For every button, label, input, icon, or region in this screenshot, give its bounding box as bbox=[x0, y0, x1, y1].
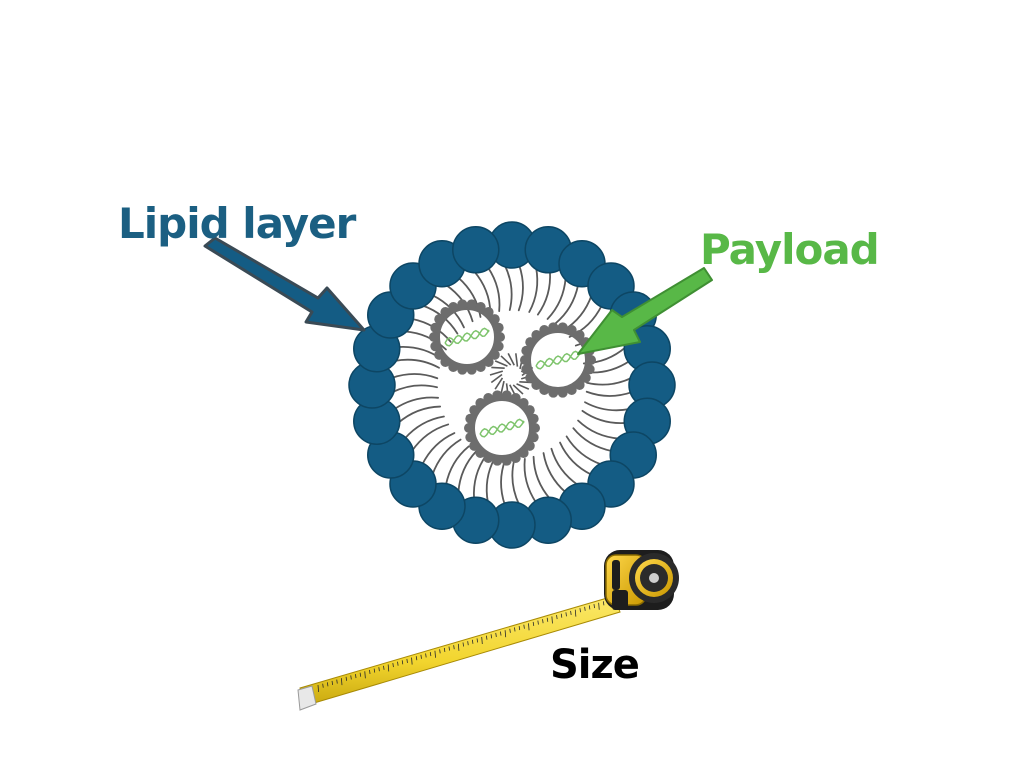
lipid-tail bbox=[457, 450, 478, 494]
lipid-tail bbox=[503, 264, 513, 311]
lipid-layer bbox=[348, 221, 676, 549]
payload-arrow-icon bbox=[577, 267, 713, 355]
lipid-tail bbox=[532, 455, 551, 500]
lipid-tail bbox=[542, 452, 567, 494]
payload-vesicle bbox=[520, 322, 596, 398]
lipid-tail bbox=[528, 266, 539, 313]
lipid-tail bbox=[500, 458, 507, 506]
lipid-tail bbox=[403, 415, 445, 440]
lipid-tail bbox=[444, 445, 470, 487]
lipid-tail bbox=[397, 405, 442, 424]
lipid-tail bbox=[473, 454, 488, 500]
lipid-tail bbox=[572, 427, 614, 453]
lipid-tail bbox=[403, 330, 447, 351]
lipid-tail bbox=[550, 447, 580, 487]
lipid-tail bbox=[500, 355, 512, 366]
lipid-tail bbox=[554, 283, 580, 325]
payload-vesicle bbox=[464, 390, 540, 466]
lipid-tail bbox=[511, 459, 521, 506]
lipid-tail bbox=[410, 423, 450, 453]
lipid-tail bbox=[487, 266, 501, 313]
lipid-tail bbox=[559, 441, 593, 476]
tape-tick-marks bbox=[317, 601, 605, 693]
lipid-tail bbox=[565, 435, 603, 466]
lipid-tail bbox=[391, 373, 439, 380]
lipid-tail bbox=[391, 384, 438, 394]
lipid-arrow-icon bbox=[203, 236, 366, 332]
lipid-tail bbox=[586, 376, 633, 386]
rna-strand-icon bbox=[444, 329, 490, 347]
payload-label: Payload bbox=[700, 225, 880, 274]
lipid-head bbox=[452, 226, 500, 274]
payload-vesicle bbox=[429, 299, 505, 375]
lipid-tail bbox=[515, 353, 519, 367]
lipid-tail bbox=[517, 264, 524, 312]
lipid-tail bbox=[431, 438, 462, 476]
lipid-tail bbox=[421, 432, 456, 466]
lipid-tail bbox=[536, 270, 551, 316]
lipid-tail bbox=[489, 370, 504, 376]
payload-group bbox=[429, 299, 596, 466]
lipid-tail bbox=[546, 276, 567, 320]
lipid-tail bbox=[485, 457, 496, 504]
lipid-tail bbox=[512, 384, 524, 395]
lipid-tail bbox=[494, 377, 504, 390]
lipid-tail bbox=[393, 396, 440, 410]
lipid-tail bbox=[523, 457, 537, 504]
lipid-tail bbox=[494, 360, 508, 367]
lipid-nanoparticle bbox=[348, 221, 676, 549]
lipid-tail bbox=[507, 352, 515, 366]
lipid-layer-label: Lipid layer bbox=[118, 199, 356, 248]
lipid-tail bbox=[584, 401, 631, 412]
lipid-tail bbox=[581, 409, 627, 424]
rna-strand-icon bbox=[479, 420, 525, 438]
tape-measure-icon bbox=[297, 550, 679, 711]
lipid-tail bbox=[490, 373, 503, 384]
lipid-tail bbox=[393, 358, 440, 369]
lipid-tail bbox=[577, 419, 621, 440]
size-label: Size bbox=[550, 642, 640, 688]
lipid-tail bbox=[491, 366, 505, 369]
lipid-tail bbox=[500, 380, 505, 395]
lipid-tail bbox=[516, 383, 530, 390]
lipid-tail bbox=[585, 390, 633, 397]
rna-strand-icon bbox=[535, 352, 581, 370]
lipid-tail bbox=[457, 276, 482, 318]
